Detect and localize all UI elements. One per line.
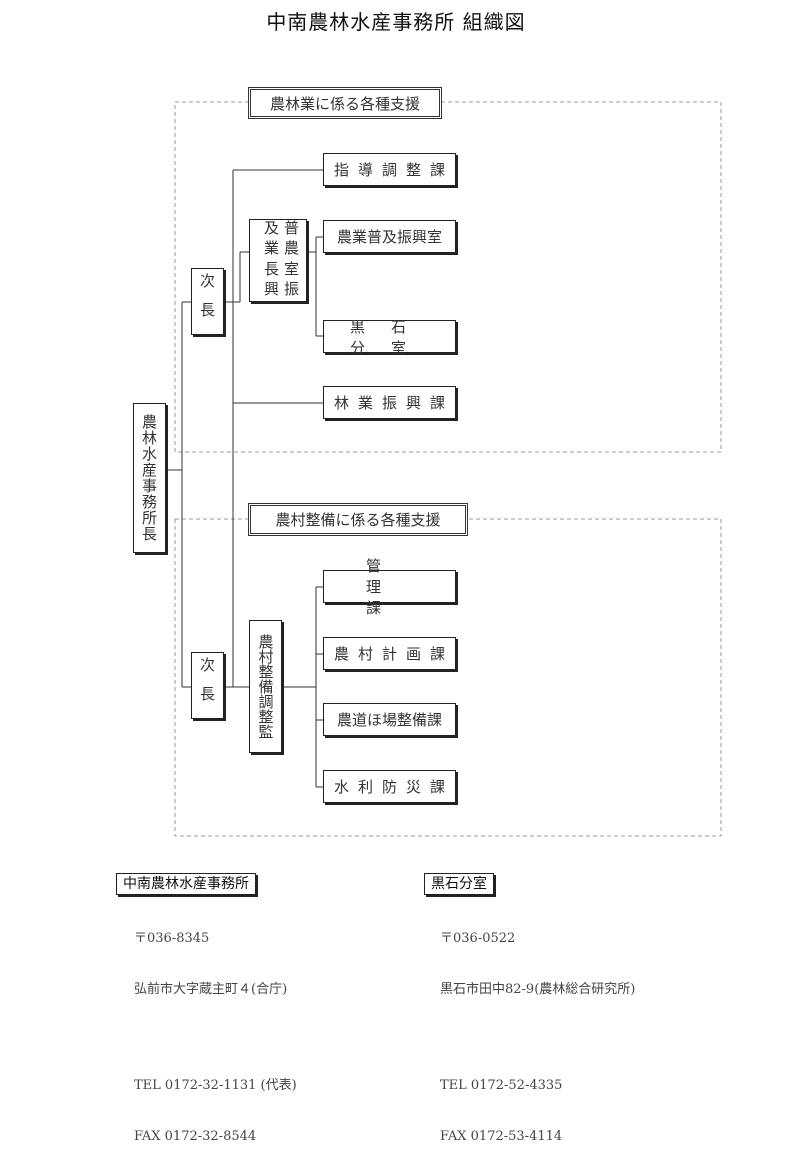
extension-manager-label: 振興 室長 農業 普及 xyxy=(262,220,300,297)
section-header-rural: 農村整備に係る各種支援 xyxy=(248,503,468,536)
office-address-main: 〒036-8345 弘前市大字蔵主町４(合庁) TEL 0172-32-1131… xyxy=(134,931,297,1144)
page-title: 中南農林水産事務所 組織図 xyxy=(266,10,526,34)
unit-shido: 指導調整課 xyxy=(323,153,456,186)
office-name-main: 中南農林水産事務所 xyxy=(116,873,256,895)
director-box: 農林水産事務所長 xyxy=(133,403,166,553)
deputy-box-lower: 次長 xyxy=(191,652,224,719)
deputy-label-lower: 次長 xyxy=(198,656,216,715)
director-label: 農林水産事務所長 xyxy=(140,414,158,542)
unit-kanri: 管理課 xyxy=(323,557,456,617)
unit-keikaku: 農村計画課 xyxy=(323,637,456,670)
section-frame-agri xyxy=(174,101,722,453)
unit-ringyo: 林業振興課 xyxy=(323,386,456,419)
unit-suiri: 水利防災課 xyxy=(323,770,456,803)
unit-kuroishi: 黒石分室 xyxy=(323,318,456,357)
unit-fukyu: 農業普及振興室 xyxy=(323,220,456,253)
connector-lines xyxy=(166,101,722,837)
extension-manager-box: 振興 室長 農業 普及 xyxy=(249,219,307,302)
rural-manager-label: 農村整備調整監 xyxy=(256,634,275,739)
deputy-box-upper: 次長 xyxy=(191,268,224,335)
rural-manager-box: 農村整備調整監 xyxy=(249,620,282,753)
office-address-branch: 〒036-0522 黒石市田中82-9(農林総合研究所) TEL 0172-52… xyxy=(440,931,636,1144)
section-header-agri: 農林業に係る各種支援 xyxy=(248,87,442,119)
unit-nodo: 農道ほ場整備課 xyxy=(323,703,456,736)
deputy-label-upper: 次長 xyxy=(198,272,216,331)
office-name-branch: 黒石分室 xyxy=(424,873,494,895)
